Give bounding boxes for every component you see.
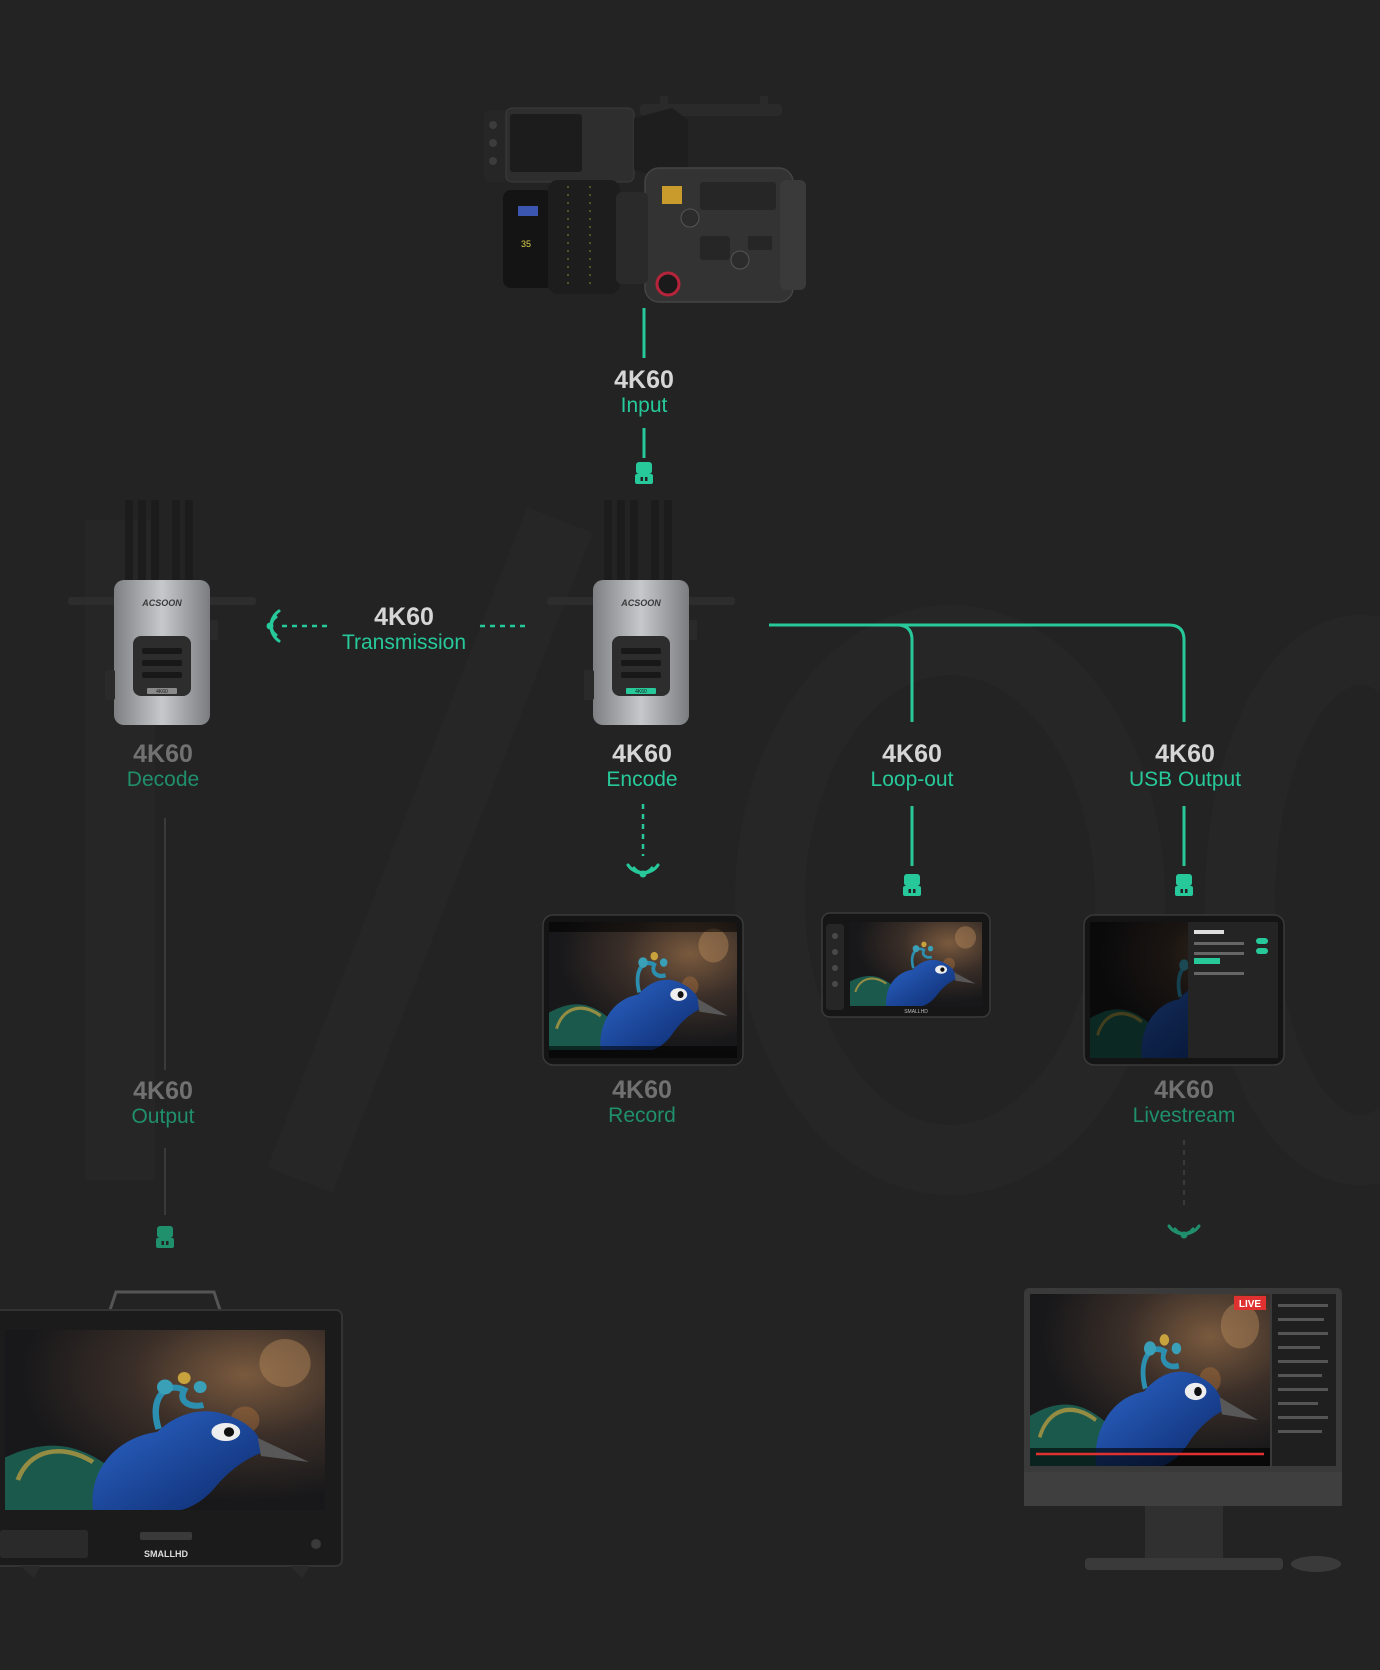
record-label: 4K60 Record: [608, 1076, 676, 1128]
encode-value: 4K60: [612, 740, 672, 768]
livestream-tablet: [1083, 914, 1285, 1066]
monitor-brand-logo: SMALLHD: [144, 1549, 188, 1559]
loop-out-label: 4K60 Loop-out: [871, 740, 954, 792]
input-label: 4K60 Input: [614, 366, 674, 418]
lens-focal-length: 35: [521, 239, 531, 249]
record-text: Record: [608, 1104, 676, 1127]
usb-output-text: USB Output: [1128, 768, 1242, 791]
wifi-signal-icon: [1167, 1224, 1201, 1240]
livestream-text: Livestream: [1132, 1104, 1236, 1127]
hdmi-port-icon: [635, 462, 653, 484]
hdmi-port-icon: [903, 874, 921, 896]
decode-label: 4K60 Decode: [127, 740, 199, 792]
connectors: [164, 308, 1186, 1215]
decoder-receiver: ACSOON 4K60: [68, 500, 256, 725]
usb-output-value: 4K60: [1155, 740, 1215, 768]
monitor-brand-logo: SMALLHD: [904, 1009, 928, 1015]
output-text: Output: [131, 1105, 195, 1128]
transmission-text: Transmission: [341, 631, 467, 654]
output-value: 4K60: [133, 1077, 193, 1105]
usb-port-icon: [1175, 874, 1193, 896]
record-tablet: [542, 914, 744, 1066]
record-value: 4K60: [612, 1076, 672, 1104]
transmitter-brand-logo: ACSOON: [620, 598, 661, 608]
transmission-label: 4K60 Transmission: [342, 603, 466, 655]
transmission-value: 4K60: [374, 603, 434, 631]
livestream-value: 4K60: [1154, 1076, 1214, 1104]
receiver-brand-logo: ACSOON: [141, 598, 182, 608]
loop-out-text: Loop-out: [870, 768, 954, 791]
field-monitor: SMALLHD: [0, 1290, 343, 1578]
input-text: Input: [620, 394, 668, 417]
cinema-camera: 35: [484, 96, 806, 303]
loopout-monitor: SMALLHD: [821, 912, 991, 1018]
receiver-model-label: 4K60: [156, 689, 168, 695]
decode-text: Decode: [126, 768, 200, 791]
output-label: 4K60 Output: [131, 1077, 194, 1129]
encode-text: Encode: [606, 768, 678, 791]
input-value: 4K60: [614, 366, 674, 394]
transmitter-model-label: 4K60: [635, 689, 647, 695]
loop-out-value: 4K60: [882, 740, 942, 768]
livestream-label: 4K60 Livestream: [1133, 1076, 1236, 1128]
sdi-port-icon: [156, 1226, 174, 1248]
background-watermark: [85, 507, 1380, 1195]
wireless-transmit-icon: [265, 609, 281, 643]
usb-output-label: 4K60 USB Output: [1129, 740, 1241, 792]
live-badge: LIVE: [1239, 1299, 1262, 1310]
encode-label: 4K60 Encode: [606, 740, 677, 792]
desktop-computer: LIVE: [1024, 1288, 1342, 1572]
encoder-transmitter: ACSOON 4K60: [547, 500, 735, 725]
decode-value: 4K60: [133, 740, 193, 768]
wifi-signal-icon: [626, 863, 660, 879]
